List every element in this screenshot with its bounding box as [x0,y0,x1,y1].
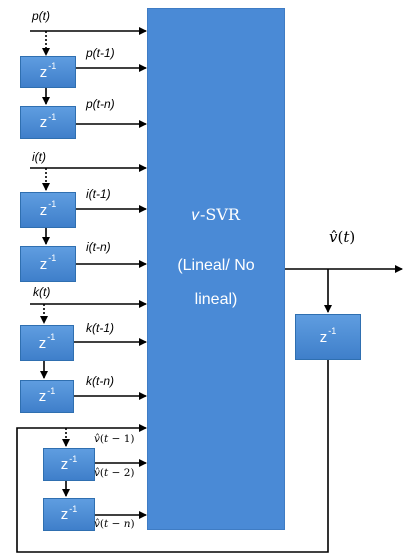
svr-title: 𝜈-SVR [192,205,240,224]
delay-exponent: -1 [69,453,78,464]
svr-mode-line1: (Lineal/ No [177,257,255,274]
delay-label: z [38,334,47,352]
delay-block-output: z-1 [295,314,361,360]
delay-label: z [39,255,48,273]
label-i-tn: i(t-n) [86,240,111,254]
delay-exponent: -1 [48,199,57,209]
feedback-loop [16,360,329,553]
label-k-t: k(t) [33,285,51,299]
delay-exponent: -1 [48,61,57,71]
delay-block-p1: z-1 [20,56,76,88]
delay-label: z [39,201,48,219]
delay-exponent: -1 [48,111,57,122]
label-p-tn: p(t-n) [86,97,115,111]
label-p-t1: p(t-1) [86,46,115,60]
label-k-tn: k(t-n) [86,374,114,388]
label-p-t: p(t) [32,9,50,23]
delay-block-i2: z-1 [20,246,76,282]
delay-label: z [39,114,48,131]
delay-block-p2: z-1 [20,106,76,139]
delay-label: z [38,388,47,405]
delay-label: z [319,328,328,346]
label-i-t1: i(t-1) [86,187,111,201]
label-fb-t1: 𝑣̂(𝑡 − 1) [94,433,135,445]
label-fb-tn: 𝑣̂(𝑡 − 𝑛) [94,518,135,530]
delay-label: z [39,63,48,81]
delay-block-fb1: z-1 [43,448,95,481]
delay-label: z [60,506,69,523]
label-fb-t2: 𝑣̂(𝑡 − 2) [94,467,135,479]
delay-block-k1: z-1 [20,325,74,361]
label-k-t1: k(t-1) [86,321,114,335]
delay-block-k2: z-1 [20,380,74,413]
delay-exponent: -1 [69,503,78,514]
label-output: 𝑣̂(𝑡) [329,228,356,246]
delay-exponent: -1 [328,326,337,336]
delay-exponent: -1 [47,385,56,396]
delay-exponent: -1 [48,253,57,263]
label-i-t: i(t) [32,150,46,164]
svr-block [147,8,285,530]
delay-block-i1: z-1 [20,192,76,228]
delay-block-fb2: z-1 [43,498,95,531]
delay-exponent: -1 [47,332,56,342]
svr-mode-line2: lineal) [194,291,238,308]
delay-label: z [60,456,69,473]
